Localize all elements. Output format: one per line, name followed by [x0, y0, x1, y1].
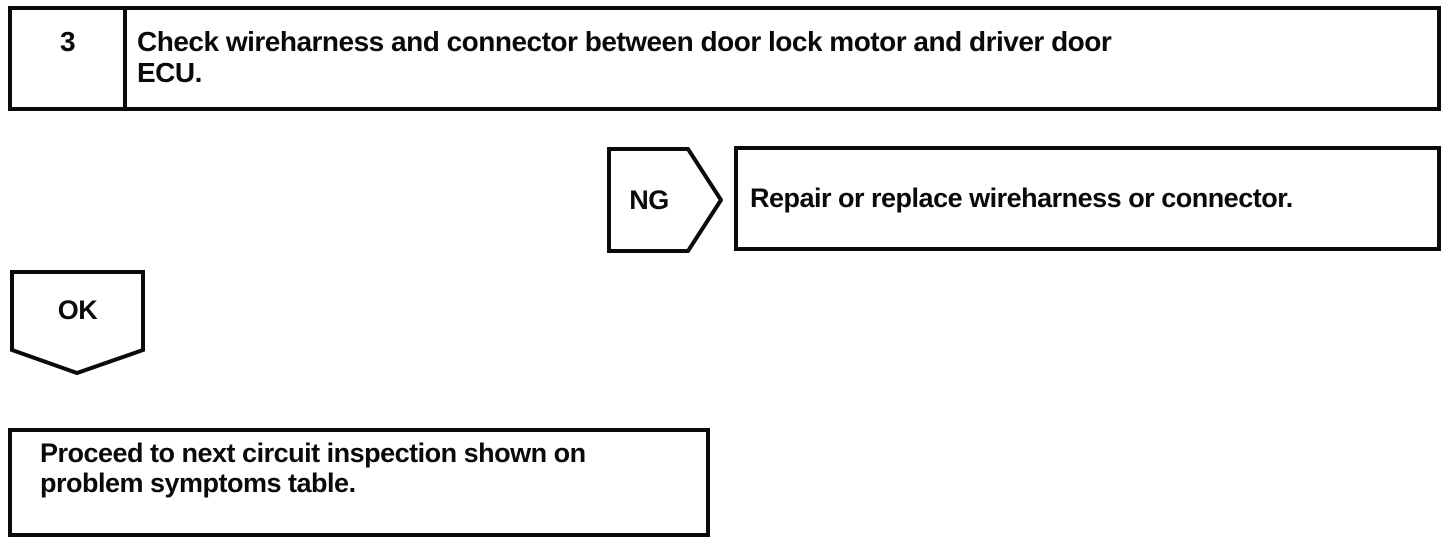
- step-instruction: Check wireharness and connector between …: [127, 10, 1437, 107]
- ng-label: NG: [629, 184, 669, 215]
- ok-connector: OK: [10, 270, 145, 376]
- step-box: 3 Check wireharness and connector betwee…: [8, 6, 1441, 111]
- ng-pentagon-icon: [607, 147, 723, 253]
- next-action-line-2: problem symptoms table.: [40, 468, 356, 498]
- ng-action-box: Repair or replace wireharness or connect…: [734, 146, 1441, 251]
- step-instruction-line-1: Check wireharness and connector between …: [137, 26, 1112, 57]
- next-action-line-1: Proceed to next circuit inspection shown…: [40, 438, 586, 468]
- ok-pentagon-icon: [10, 270, 145, 376]
- ng-connector: NG: [607, 147, 723, 253]
- ok-label: OK: [57, 294, 98, 325]
- ng-action-text: Repair or replace wireharness or connect…: [750, 183, 1293, 213]
- step-instruction-line-2: ECU.: [137, 57, 202, 88]
- step-number: 3: [12, 10, 127, 107]
- next-action-box: Proceed to next circuit inspection shown…: [8, 428, 710, 537]
